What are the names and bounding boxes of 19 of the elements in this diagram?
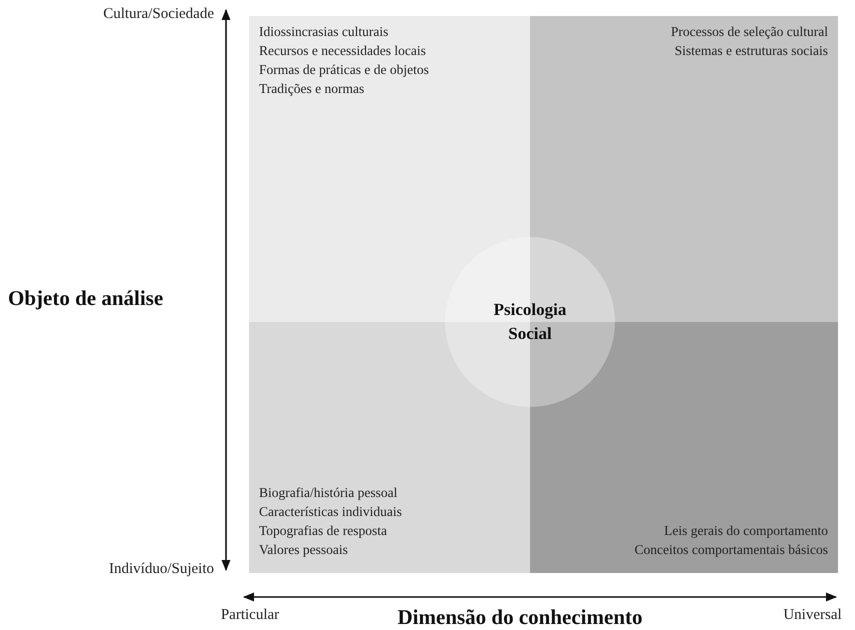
axis-end-label: Universal bbox=[782, 607, 843, 624]
axis-title: Dimensão do conhecimento bbox=[396, 605, 644, 630]
circle-title: Psicologia Social bbox=[492, 299, 568, 345]
axis-end-label: Particular bbox=[220, 607, 280, 624]
list-item-text: Valores pessoais bbox=[259, 541, 349, 559]
axis-end-label: Cultura/Sociedade bbox=[102, 6, 214, 23]
list-item-text: Idiossincrasias culturais bbox=[259, 23, 390, 41]
list-item-text: Formas de práticas e de objetos bbox=[259, 61, 430, 79]
axis-end-label: Indivíduo/Sujeito bbox=[108, 561, 214, 578]
list-item-text: Leis gerais do comportamento bbox=[663, 522, 828, 540]
list-item-text: Sistemas e estruturas sociais bbox=[674, 42, 828, 60]
list-item-text: Tradições e normas bbox=[259, 80, 366, 98]
list-item-text: Recursos e necessidades locais bbox=[259, 42, 427, 60]
list-item-text: Características individuais bbox=[259, 503, 403, 521]
list-item-text: Processos de seleção cultural bbox=[670, 23, 828, 41]
list-item-text: Topografias de resposta bbox=[259, 522, 388, 540]
list-item-text: Biografia/história pessoal bbox=[259, 484, 398, 502]
list-item-text: Conceitos comportamentais básicos bbox=[634, 541, 828, 559]
axis-title: Objeto de análise bbox=[8, 286, 164, 311]
